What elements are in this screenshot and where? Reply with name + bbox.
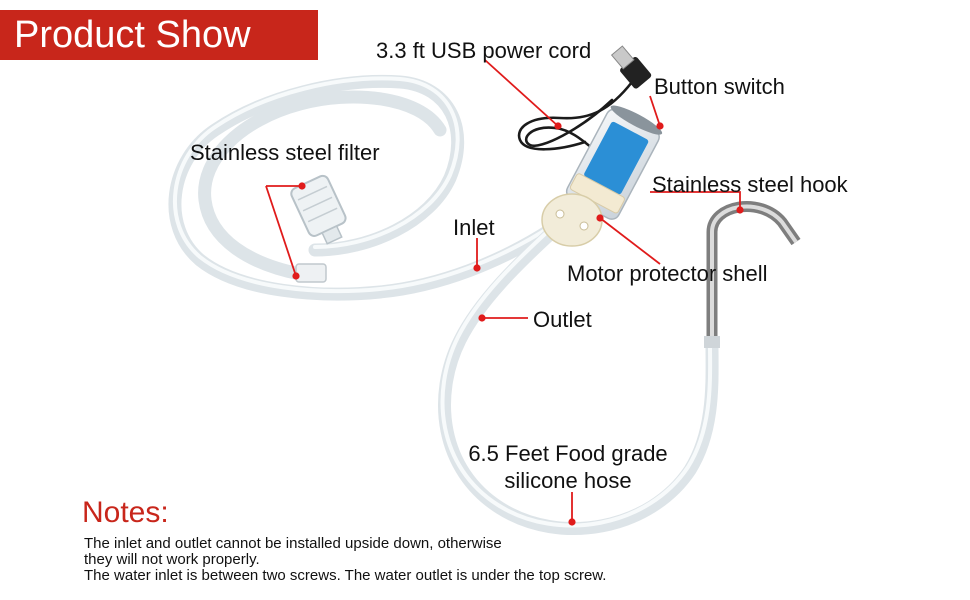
outlet-label: Outlet: [533, 307, 592, 332]
outlet-hose-highlight: [440, 231, 713, 528]
hose-label-line1: 6.5 Feet Food grade: [468, 441, 668, 466]
usb-cord-icon: [517, 80, 634, 160]
product-show-banner: Product Show: [0, 10, 318, 60]
notes-title: Notes:: [82, 496, 169, 529]
filter-icon: [290, 174, 347, 245]
pump-head-icon: [541, 193, 603, 247]
inlet-hose: [168, 74, 557, 301]
hose-connector-icon: [295, 263, 327, 283]
banner-title: Product Show: [14, 14, 251, 56]
motor-shell-label: Motor protector shell: [567, 261, 768, 286]
inlet-hose-highlight: [172, 76, 552, 294]
usb-cord-label: 3.3 ft USB power cord: [376, 38, 592, 63]
hose-label-line2: silicone hose: [504, 468, 632, 493]
notes-line-2: they will not work properly.: [84, 551, 260, 568]
pointer-dots: [292, 122, 744, 526]
pump-motor-icon: [565, 105, 663, 220]
hook-label: Stainless steel hook: [652, 172, 848, 197]
inlet-label: Inlet: [453, 215, 495, 240]
button-switch-label: Button switch: [654, 74, 785, 99]
filter-label: Stainless steel filter: [190, 140, 380, 165]
pointer-lines: [265, 59, 741, 520]
notes-line-3: The water inlet is between two screws. T…: [84, 567, 607, 584]
notes-line-1: The inlet and outlet cannot be installed…: [84, 535, 502, 552]
usb-plug-icon: [610, 45, 652, 89]
